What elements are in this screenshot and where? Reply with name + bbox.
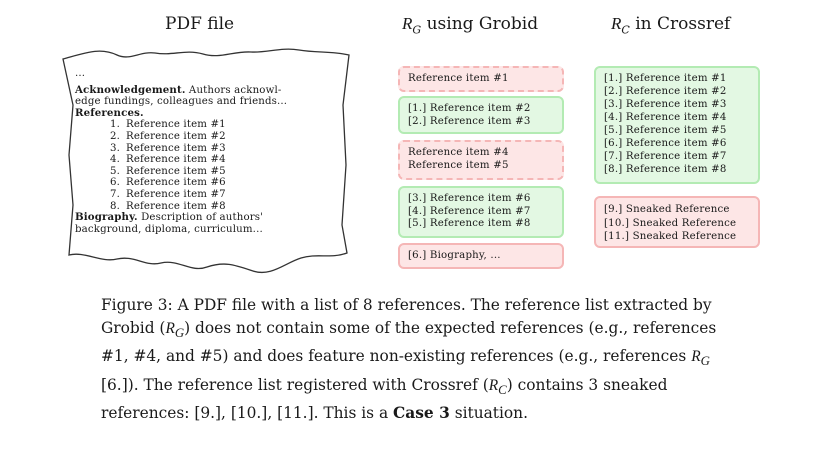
pdf-reference-item: 7. Reference item #7 bbox=[75, 189, 335, 201]
grobid-ref-line: [5.] Reference item #8 bbox=[408, 218, 531, 229]
caption-part-4: ) contains 3 sneaked references: [9.], [… bbox=[101, 375, 668, 423]
pdf-ellipsis: ... bbox=[75, 68, 86, 79]
acknowledgement-text-1: Authors acknowl- bbox=[185, 84, 282, 96]
biography-text-2: background, diploma, curriculum... bbox=[75, 223, 263, 235]
ref-text: Reference item #8 bbox=[126, 200, 226, 212]
pdf-reference-item: 3. Reference item #3 bbox=[75, 143, 335, 155]
grobid-ref-line: Reference item #4 bbox=[408, 147, 509, 158]
ref-num: 2. bbox=[109, 130, 120, 142]
crossref-sneaked-line: [11.] Sneaked Reference bbox=[604, 231, 737, 242]
ref-text: Reference item #6 bbox=[126, 177, 226, 189]
grobid-box-missing-1: Reference item #1 bbox=[398, 66, 564, 92]
grobid-subscript: G bbox=[412, 23, 422, 37]
ref-text: Reference item #5 bbox=[126, 165, 226, 177]
grobid-symbol: R bbox=[402, 14, 413, 33]
biography-heading: Biography. bbox=[75, 211, 138, 224]
caption-symbol-3: R bbox=[488, 376, 499, 394]
crossref-ref-line: [6.] Reference item #6 bbox=[604, 138, 727, 149]
pdf-page-shape bbox=[62, 48, 350, 274]
caption-subscript-2: G bbox=[700, 354, 710, 369]
grobid-title-text: using Grobid bbox=[421, 14, 539, 34]
ref-text: Reference item #2 bbox=[126, 130, 226, 142]
acknowledgement-paragraph: Acknowledgement. Authors acknowl- bbox=[75, 83, 335, 97]
ref-num: 8. bbox=[109, 200, 120, 212]
crossref-symbol: R bbox=[611, 14, 622, 33]
grobid-column-title: RG using Grobid bbox=[402, 14, 538, 36]
acknowledgement-text-2: edge fundings, colleagues and friends... bbox=[75, 96, 288, 108]
grobid-ref-line: Reference item #1 bbox=[408, 73, 509, 84]
grobid-box-missing-2: Reference item #4 Reference item #5 bbox=[398, 140, 564, 180]
crossref-subscript: C bbox=[621, 23, 630, 37]
biography-paragraph: Biography. Description of authors' bbox=[75, 211, 335, 224]
crossref-ref-line: [2.] Reference item #2 bbox=[604, 86, 727, 97]
pdf-reference-item: 1. Reference item #1 bbox=[75, 119, 335, 131]
ref-num: 7. bbox=[109, 188, 120, 200]
references-heading: References. bbox=[75, 106, 335, 120]
crossref-box-correct: [1.] Reference item #1 [2.] Reference it… bbox=[594, 66, 760, 184]
grobid-ref-line: [2.] Reference item #3 bbox=[408, 115, 531, 127]
ref-text: Reference item #1 bbox=[126, 119, 226, 131]
crossref-sneaked-line: [9.] Sneaked Reference bbox=[604, 204, 730, 215]
ref-text: Reference item #7 bbox=[126, 188, 226, 200]
ref-num: 3. bbox=[109, 142, 120, 154]
crossref-ref-line: [1.] Reference item #1 bbox=[604, 73, 727, 84]
grobid-ref-line: [6.] Biography, ... bbox=[408, 250, 501, 261]
grobid-box-correct-1: [1.] Reference item #2 [2.] Reference it… bbox=[398, 96, 564, 134]
crossref-ref-line: [4.] Reference item #4 bbox=[604, 112, 727, 123]
grobid-ref-line: [1.] Reference item #2 bbox=[408, 103, 531, 114]
grobid-ref-line: [3.] Reference item #6 bbox=[408, 193, 531, 204]
grobid-ref-line: Reference item #5 bbox=[408, 159, 509, 171]
grobid-ref-line: [4.] Reference item #7 bbox=[408, 205, 531, 217]
ref-text: Reference item #4 bbox=[126, 154, 226, 166]
biography-text-1: Description of authors' bbox=[137, 212, 264, 224]
pdf-reference-item: 2. Reference item #2 bbox=[75, 131, 335, 143]
grobid-box-correct-2: [3.] Reference item #6 [4.] Reference it… bbox=[398, 186, 564, 238]
pdf-page-content: ... Acknowledgement. Authors acknowl- ed… bbox=[75, 68, 335, 235]
ref-num: 4. bbox=[109, 154, 120, 166]
pdf-reference-item: 8. Reference item #8 bbox=[75, 201, 335, 213]
acknowledgement-heading: Acknowledgement. bbox=[75, 83, 186, 96]
pdf-column-title: PDF file bbox=[165, 14, 235, 34]
pdf-reference-item: 4. Reference item #4 bbox=[75, 154, 335, 166]
caption-bold-case: Case 3 bbox=[393, 404, 450, 423]
caption-part-3: [6.]). The reference list registered wit… bbox=[101, 375, 489, 394]
crossref-ref-line: [3.] Reference item #3 bbox=[604, 99, 727, 110]
caption-part-5: situation. bbox=[449, 404, 528, 423]
crossref-sneaked-line: [10.] Sneaked Reference bbox=[604, 217, 737, 229]
ref-num: 6. bbox=[109, 177, 120, 189]
caption-symbol-1: R bbox=[165, 319, 175, 337]
crossref-ref-line: [5.] Reference item #5 bbox=[604, 125, 727, 136]
figure-caption: Figure 3: A PDF file with a list of 8 re… bbox=[101, 294, 741, 425]
pdf-reference-item: 5. Reference item #5 bbox=[75, 166, 335, 178]
caption-subscript-1: G bbox=[174, 325, 185, 340]
crossref-column-title: RC in Crossref bbox=[611, 14, 730, 36]
ref-text: Reference item #3 bbox=[126, 142, 226, 154]
references-heading-label: References. bbox=[75, 106, 144, 119]
crossref-title-text: in Crossref bbox=[629, 14, 731, 34]
crossref-box-sneaked: [9.] Sneaked Reference [10.] Sneaked Ref… bbox=[594, 196, 760, 248]
ref-num: 1. bbox=[109, 119, 120, 131]
grobid-box-spurious: [6.] Biography, ... bbox=[398, 243, 564, 269]
crossref-ref-line: [8.] Reference item #8 bbox=[604, 164, 727, 175]
caption-subscript-3: C bbox=[498, 382, 507, 397]
ref-num: 5. bbox=[109, 165, 120, 177]
caption-symbol-2: R bbox=[691, 348, 701, 366]
crossref-ref-line: [7.] Reference item #7 bbox=[604, 151, 727, 162]
caption-part-1: Figure 3: A PDF file with a list of 8 re… bbox=[101, 296, 712, 337]
pdf-reference-item: 6. Reference item #6 bbox=[75, 177, 335, 189]
pdf-page-outline bbox=[62, 48, 350, 274]
caption-part-2: ) does not contain some of the expected … bbox=[101, 318, 717, 366]
